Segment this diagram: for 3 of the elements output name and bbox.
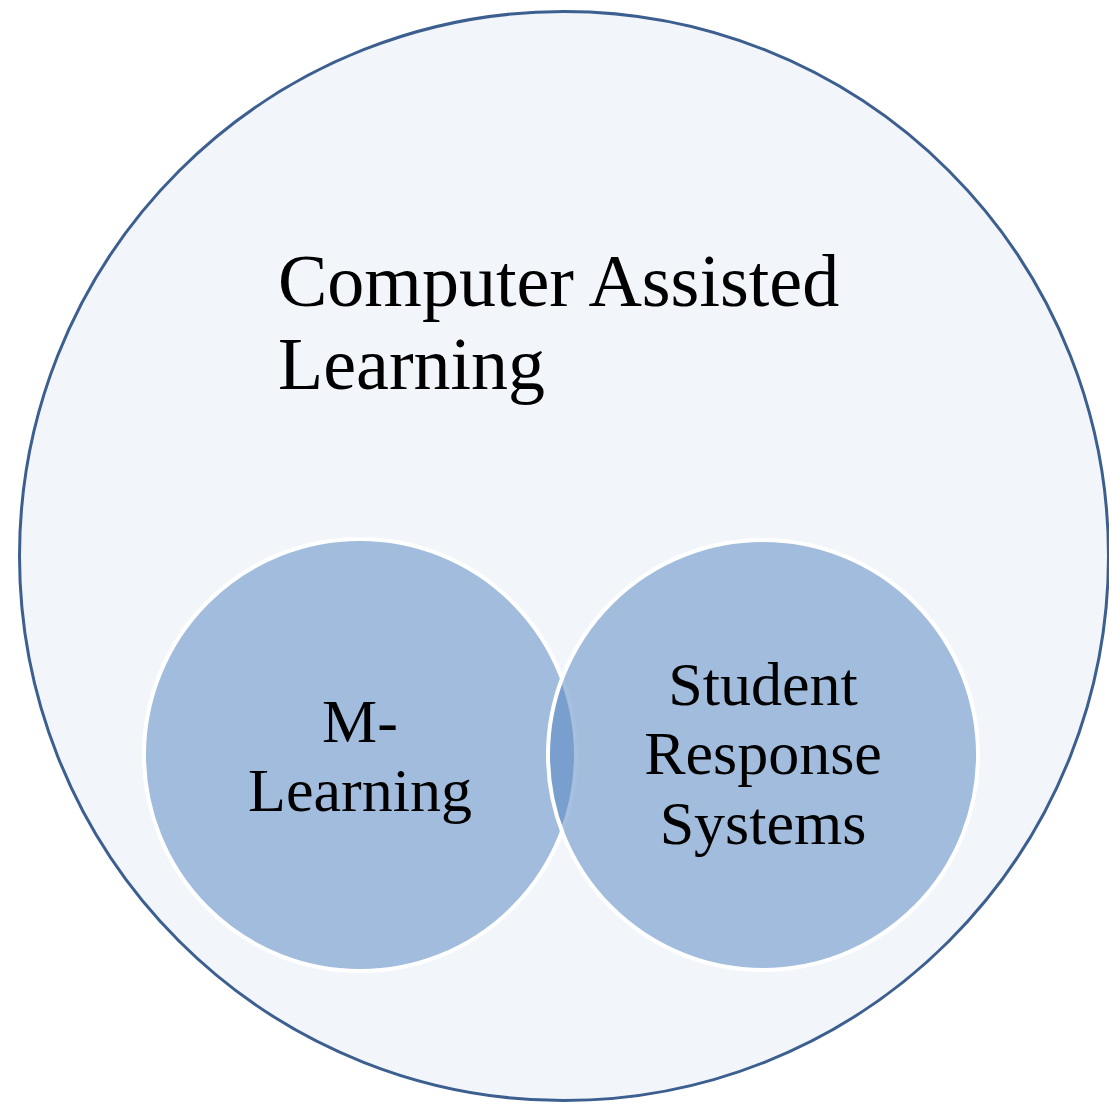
circle-label: Computer Assisted Learning <box>278 240 841 406</box>
circle-label: M- Learning <box>247 687 473 826</box>
circle-label: Student Response Systems <box>643 650 883 859</box>
